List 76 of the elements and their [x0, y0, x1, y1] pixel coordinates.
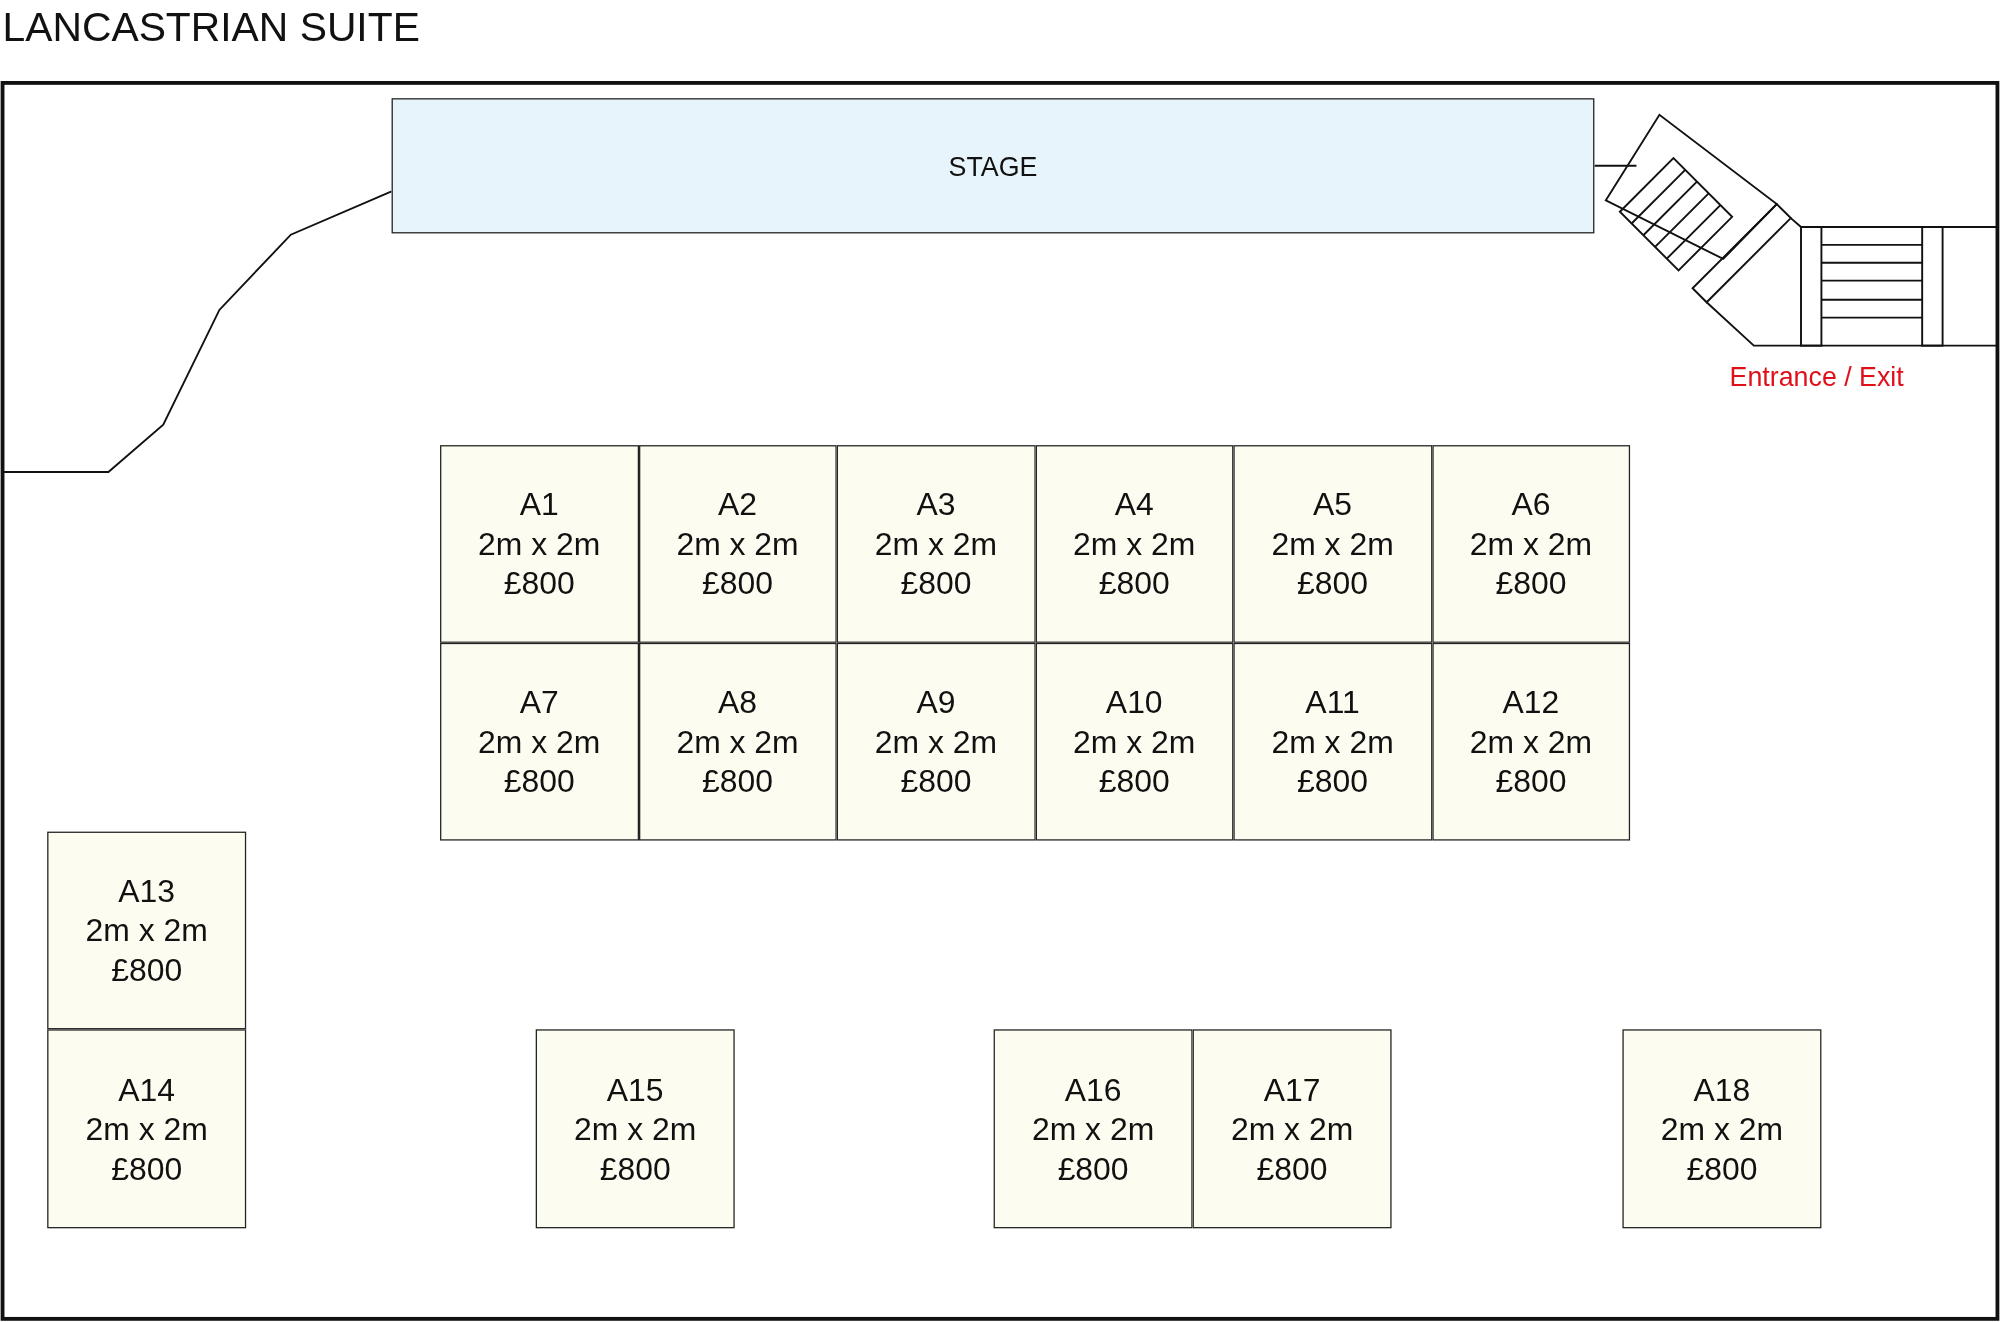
- booth-space: [1192, 1029, 1392, 1229]
- booth-size: 2m x 2m: [1469, 524, 1593, 564]
- booth-price: £800: [1495, 761, 1567, 801]
- booth-space: [440, 642, 639, 841]
- booth-space: [1431, 445, 1631, 643]
- booth-space: [836, 445, 1036, 643]
- booth-size: 2m x 2m: [1469, 722, 1593, 761]
- booth-space: [1431, 642, 1631, 841]
- booth-price: £800: [1297, 761, 1369, 801]
- booth-price: £800: [1256, 1148, 1328, 1188]
- booth-size: 2m x 2m: [1031, 1109, 1155, 1149]
- booth-space: [836, 642, 1036, 841]
- booth-size: 2m x 2m: [1271, 722, 1394, 761]
- booth-price: £800: [503, 564, 575, 603]
- booth-number: A18: [1693, 1069, 1751, 1109]
- booth-size: 2m x 2m: [1073, 524, 1196, 564]
- booth-space: [993, 1029, 1193, 1229]
- booth-price: £800: [1057, 1148, 1129, 1188]
- booth-number: A11: [1305, 682, 1360, 722]
- booth-number: A6: [1511, 484, 1551, 524]
- booth-size: 2m x 2m: [874, 722, 997, 761]
- booth-number: A1: [519, 484, 559, 524]
- booth-number: A15: [606, 1069, 664, 1109]
- booth-size: 2m x 2m: [874, 524, 997, 564]
- booth-space: [1035, 445, 1234, 643]
- booth-space: [638, 642, 837, 841]
- booth-size: 2m x 2m: [478, 524, 601, 564]
- booth-space: [1233, 445, 1432, 643]
- booth-size: 2m x 2m: [676, 524, 799, 564]
- booth-price: £800: [111, 1148, 183, 1188]
- booth-space: [440, 445, 639, 643]
- booth-number: A9: [916, 682, 956, 722]
- booth-number: A17: [1263, 1069, 1321, 1109]
- booth-space: [638, 445, 837, 643]
- booth-number: A2: [718, 484, 758, 524]
- stage-label: STAGE: [948, 150, 1038, 183]
- booth-space: [47, 1029, 247, 1229]
- booth-price: £800: [111, 950, 183, 990]
- booth-price: £800: [1098, 761, 1170, 801]
- booth-number: A16: [1064, 1069, 1122, 1109]
- booth-price: £800: [1495, 564, 1567, 603]
- booth-number: A4: [1114, 484, 1154, 524]
- booth-number: A7: [519, 682, 559, 722]
- booth-price: £800: [599, 1148, 671, 1188]
- booth-size: 2m x 2m: [1230, 1109, 1354, 1149]
- booth-number: A13: [118, 871, 176, 911]
- booth-number: A14: [118, 1069, 176, 1109]
- plan-title: LANCASTRIAN SUITE: [2, 2, 420, 51]
- booth-price: £800: [900, 564, 972, 603]
- booth-space: [1035, 642, 1234, 841]
- booth-number: A8: [718, 682, 758, 722]
- stage-area: [391, 98, 1595, 234]
- booth-space: [1233, 642, 1432, 841]
- booth-price: £800: [1686, 1148, 1758, 1188]
- booth-size: 2m x 2m: [1073, 722, 1196, 761]
- booth-size: 2m x 2m: [1271, 524, 1394, 564]
- booth-size: 2m x 2m: [85, 911, 208, 950]
- booth-size: 2m x 2m: [1660, 1109, 1784, 1149]
- booth-number: A3: [916, 484, 956, 524]
- booth-space: [47, 831, 247, 1030]
- booth-number: A12: [1502, 682, 1560, 722]
- booth-space: [1622, 1029, 1822, 1229]
- booth-price: £800: [1297, 564, 1369, 603]
- booth-number: A10: [1105, 682, 1163, 722]
- booth-size: 2m x 2m: [574, 1109, 697, 1149]
- booth-price: £800: [702, 761, 774, 801]
- booth-space: [535, 1029, 735, 1229]
- booth-price: £800: [702, 564, 774, 603]
- booth-size: 2m x 2m: [478, 722, 601, 761]
- booth-number: A5: [1313, 484, 1353, 524]
- booth-size: 2m x 2m: [676, 722, 799, 761]
- booth-price: £800: [900, 761, 972, 801]
- booth-price: £800: [503, 761, 575, 801]
- entrance-label: Entrance / Exit: [1729, 361, 1904, 394]
- booth-size: 2m x 2m: [85, 1109, 208, 1149]
- booth-price: £800: [1098, 564, 1170, 603]
